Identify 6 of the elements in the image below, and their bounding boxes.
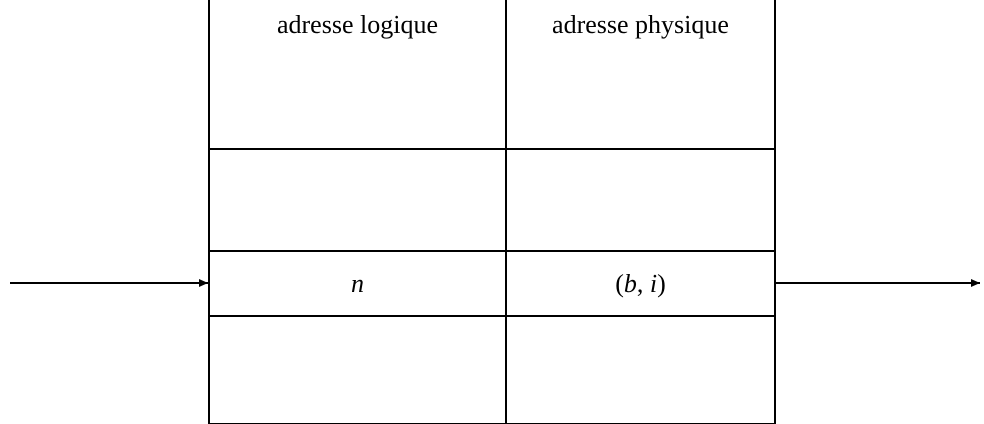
arrow xyxy=(776,279,980,287)
column-header: adresse physique xyxy=(552,9,729,41)
cell-text: n xyxy=(351,268,364,300)
cell-text: (b, i) xyxy=(615,268,666,300)
arrow xyxy=(10,279,208,287)
column-header: adresse logique xyxy=(276,9,438,41)
